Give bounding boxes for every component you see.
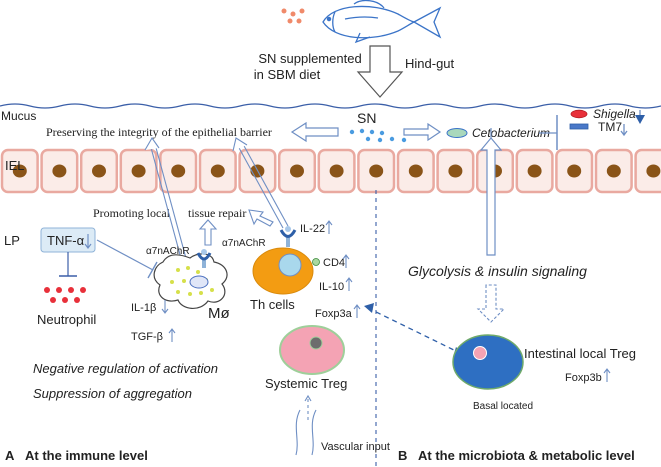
m-barrier-head — [144, 136, 160, 151]
fish-icon — [322, 0, 442, 44]
panel-b-title: At the microbiota & metabolic level — [418, 448, 635, 463]
th-nucleus — [278, 253, 302, 277]
receptor-icon-right — [279, 226, 297, 247]
tissue-repair-text: Promoting local — [93, 206, 171, 220]
sn-label: SN — [357, 110, 376, 126]
glycolysis-arrow — [479, 137, 503, 256]
il22-up — [325, 220, 333, 234]
shigella-icon — [570, 109, 588, 119]
tgfb-up — [168, 328, 176, 342]
cell-nucleus — [52, 164, 67, 178]
tissue-repair-text-2: tissue repair — [188, 206, 246, 220]
cetobacterium-label: Cetobacterium — [472, 126, 550, 140]
vascular-lines — [295, 394, 317, 456]
cell-nucleus — [369, 164, 384, 178]
intestinal-treg-label: Intestinal local Treg — [524, 346, 636, 361]
m-tnf-line — [96, 239, 154, 271]
cell-nucleus — [567, 164, 582, 178]
epithelial-layer — [0, 148, 661, 194]
foxp3a-label: Foxp3a — [315, 308, 353, 320]
cell-nucleus — [408, 164, 423, 178]
sn-particles — [349, 128, 407, 143]
cell-nucleus — [171, 164, 186, 178]
systemic-treg-label: Systemic Treg — [265, 376, 347, 391]
cell-nucleus — [290, 164, 304, 178]
intestinal-treg-icon — [452, 334, 524, 390]
intestinal-treg-nucleus — [473, 346, 487, 360]
neutrophil-label: Neutrophil — [37, 312, 96, 327]
cd4-label: CD4 — [323, 257, 345, 269]
tnf-label: TNF-α — [47, 233, 85, 248]
cd4-marker — [312, 258, 320, 266]
cell-nucleus — [448, 164, 463, 178]
vascular-label: Vascular input — [321, 441, 390, 453]
tm7-icon — [569, 123, 589, 130]
cetobacterium-arrow — [403, 122, 442, 142]
cell-nucleus — [646, 164, 661, 178]
th-barrier-line-b — [242, 143, 289, 227]
cell-nucleus — [329, 164, 344, 178]
suppression-text: Suppression of aggregation — [33, 386, 192, 401]
barrier-text: Preserving the integrity of the epitheli… — [46, 125, 272, 139]
cell-nucleus — [131, 164, 146, 178]
m-barrier-line-b — [154, 143, 188, 263]
systemic-treg-icon — [279, 325, 345, 375]
macrophage-nucleus — [189, 275, 209, 289]
panel-a-title: At the immune level — [25, 448, 148, 463]
tgfb-label: TGF-β — [131, 331, 163, 343]
il10-label: IL-10 — [319, 281, 344, 293]
barrier-arrow — [290, 121, 339, 143]
treg-down-arrow — [476, 284, 506, 323]
foxp3b-up — [603, 368, 611, 382]
panel-a-letter: A — [5, 448, 15, 463]
m-barrier-line-a — [149, 143, 183, 263]
tnf-down-arrow — [84, 234, 92, 249]
cetobacterium-icon — [446, 128, 468, 138]
hindgut-label: Hind-gut — [405, 56, 455, 71]
th-barrier-line-a — [237, 145, 284, 229]
panel-b-letter: B — [398, 448, 407, 463]
foxp3a-up — [353, 304, 361, 318]
th-repair-arrow — [248, 209, 274, 227]
neg-reg-text: Negative regulation of activation — [33, 361, 218, 376]
neutrophil-icon — [44, 287, 86, 303]
foxp3b-label: Foxp3b — [565, 372, 602, 384]
m-repair-arrow — [198, 219, 218, 246]
cell-nucleus — [92, 164, 106, 178]
mucus-label: Mucus — [1, 109, 36, 123]
supplement-line1: SN supplemented — [258, 51, 361, 66]
il1b-down — [161, 300, 169, 314]
hindgut-arrow — [356, 45, 404, 98]
cell-nucleus — [606, 164, 621, 178]
treg-link-line — [367, 307, 461, 354]
il22-label: IL-22 — [300, 223, 325, 235]
tm7-label: TM7 — [598, 120, 622, 134]
supplement-line2: in SBM diet — [254, 67, 321, 82]
cell-nucleus — [527, 164, 542, 178]
basal-label: Basal located — [473, 401, 533, 412]
macrophage-label: Mø — [208, 305, 230, 322]
iel-label: IEL — [5, 158, 25, 173]
decrease-arrows — [620, 110, 645, 137]
a7-receptor-left: α7nAChR — [146, 246, 190, 257]
cell-nucleus — [210, 164, 225, 178]
il1b-label: IL-1β — [131, 302, 156, 314]
mucus-layer — [0, 103, 661, 109]
lp-label: LP — [4, 233, 20, 248]
receptor-icon-left — [196, 249, 212, 268]
shigella-label: Shigella — [593, 107, 636, 121]
treg-link-head-a — [364, 303, 374, 313]
il10-up — [345, 277, 353, 291]
feed-pellets — [281, 8, 305, 24]
cell-nucleus — [12, 164, 27, 178]
glycolysis-label: Glycolysis & insulin signaling — [408, 263, 587, 279]
th-cells-label: Th cells — [250, 297, 295, 312]
a7-receptor-right: α7nAChR — [222, 238, 266, 249]
cd4-up — [342, 254, 350, 268]
m-tnf-bar — [147, 261, 158, 279]
systemic-treg-nucleus — [309, 336, 323, 350]
th-barrier-head — [232, 137, 248, 152]
